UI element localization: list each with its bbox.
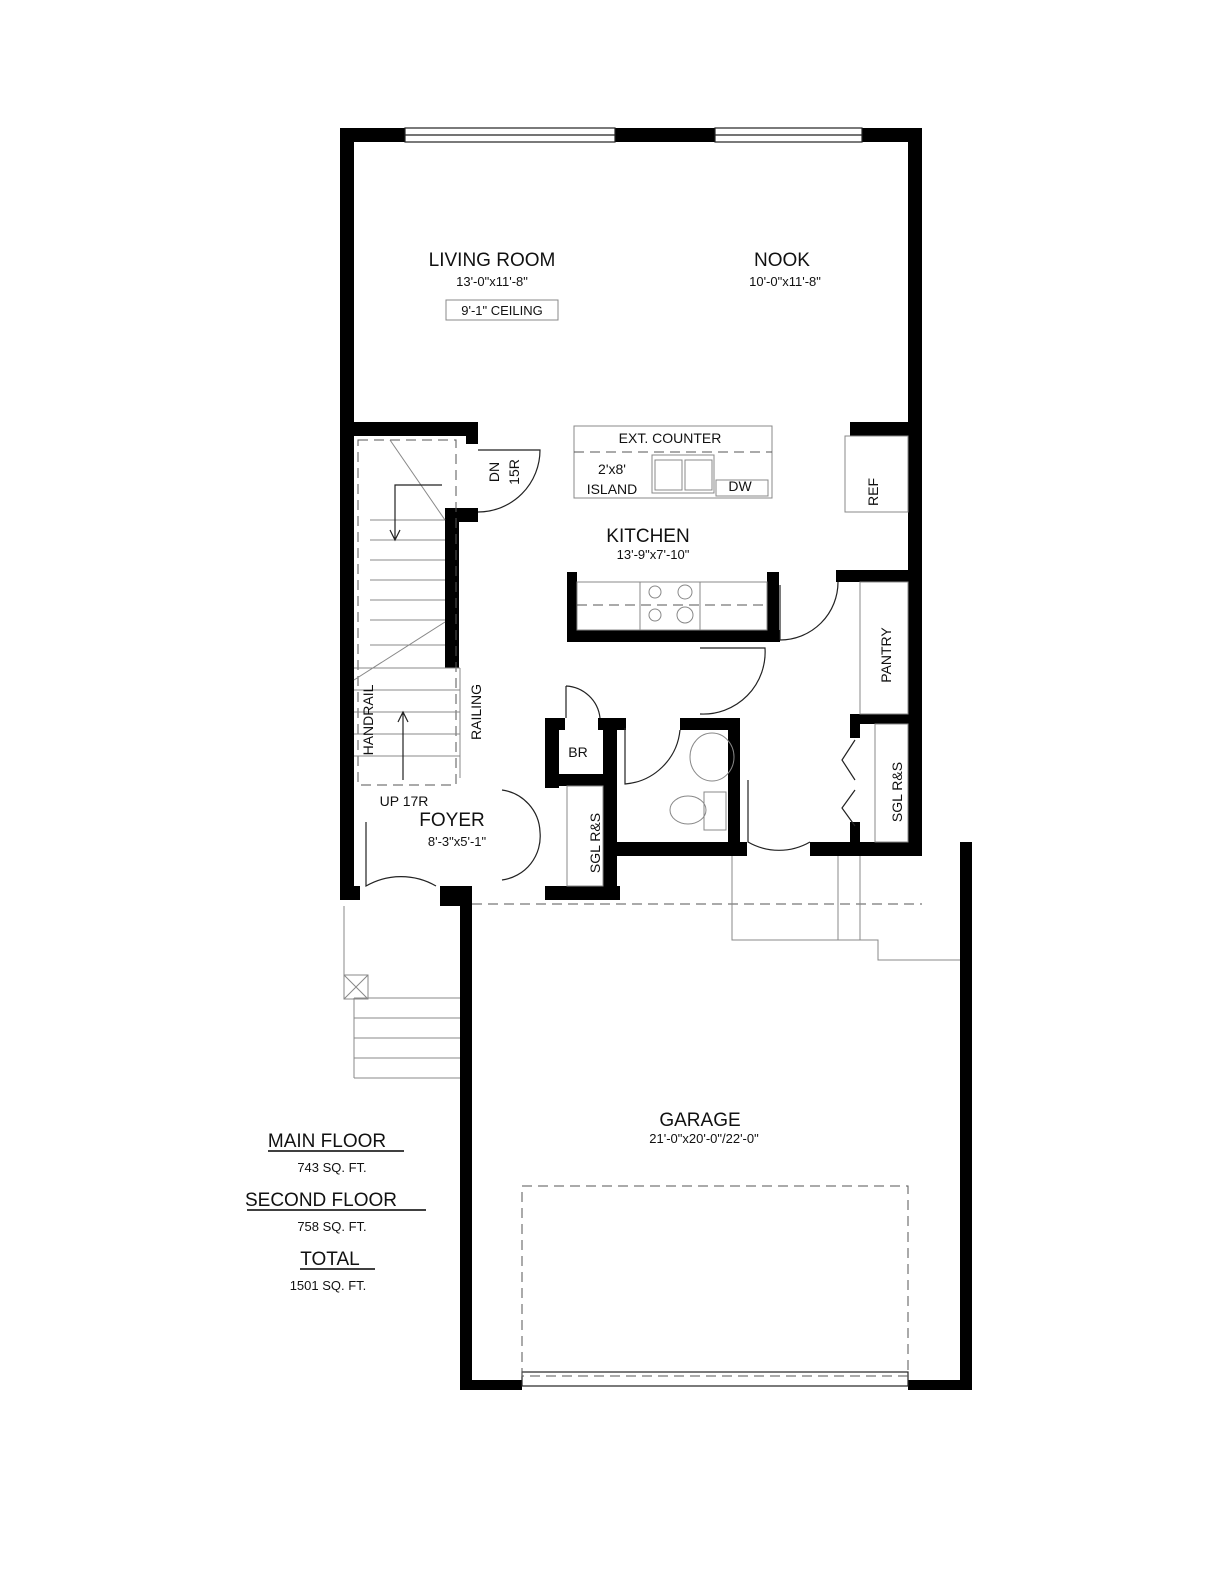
windows xyxy=(404,127,909,1387)
kitchen-size: 13'-9"x7'-10" xyxy=(617,547,690,562)
stairs-down-label: DN xyxy=(486,462,502,482)
closet-label-foyer: SGL R&S xyxy=(587,813,603,873)
fridge-label: REF xyxy=(865,478,881,506)
foyer-name: FOYER xyxy=(419,810,484,831)
broom-closet-label: BR xyxy=(568,744,587,760)
nook-name: NOOK xyxy=(754,250,810,271)
kitchen-name: KITCHEN xyxy=(606,526,689,547)
island-label: ISLAND xyxy=(587,481,638,497)
area-summary: MAIN FLOOR 743 SQ. FT. SECOND FLOOR 758 … xyxy=(245,1131,426,1293)
ext-counter-label: EXT. COUNTER xyxy=(619,430,722,446)
total-area: 1501 SQ. FT. xyxy=(290,1278,367,1293)
closet-label-pantry: SGL R&S xyxy=(889,762,905,822)
kitchen-fixtures xyxy=(445,299,909,887)
garage-size: 21'-0"x20'-0"/22'-0" xyxy=(649,1131,759,1146)
pantry-label: PANTRY xyxy=(878,627,894,683)
living-room-ceiling: 9'-1" CEILING xyxy=(461,303,543,318)
second-floor-area: 758 SQ. FT. xyxy=(297,1219,366,1234)
handrail-label: HANDRAIL xyxy=(360,684,376,755)
nook-size: 10'-0"x11'-8" xyxy=(749,274,821,289)
railing-label: RAILING xyxy=(468,684,484,740)
doors xyxy=(365,449,856,888)
dishwasher-label: DW xyxy=(728,478,752,494)
main-floor-area: 743 SQ. FT. xyxy=(297,1160,366,1175)
walls xyxy=(340,128,972,1390)
stairs xyxy=(353,439,461,786)
living-room-size: 13'-0"x11'-8" xyxy=(456,274,528,289)
total-label: TOTAL xyxy=(300,1249,359,1270)
island-size-label: 2'x8' xyxy=(598,461,626,477)
garage-name: GARAGE xyxy=(659,1110,740,1131)
second-floor-label: SECOND FLOOR xyxy=(245,1190,397,1211)
living-room-name: LIVING ROOM xyxy=(429,250,556,271)
garage-details xyxy=(343,856,960,1377)
foyer-size: 8'-3"x5'-1" xyxy=(428,834,487,849)
main-floor-label: MAIN FLOOR xyxy=(268,1131,386,1152)
stairs-down-risers: 15R xyxy=(506,459,522,485)
stairs-up-label: UP 17R xyxy=(380,793,429,809)
